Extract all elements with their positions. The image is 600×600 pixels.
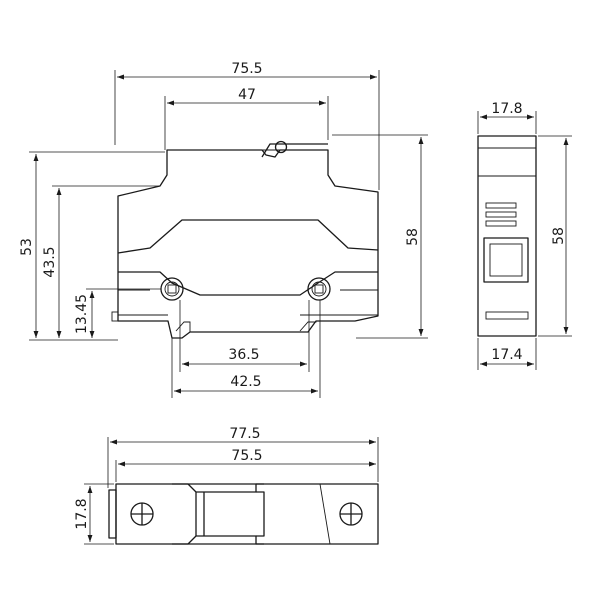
dim-label: 47 (238, 87, 256, 103)
dim-height-mid: 43.5 (42, 185, 160, 338)
top-recess (172, 483, 264, 545)
dim-top-depth: 17.8 (74, 483, 114, 545)
dim-label: 58 (405, 228, 421, 246)
dim-side-height: 58 (538, 135, 572, 337)
top-end-tab (108, 489, 117, 539)
front-body-outline (117, 149, 379, 339)
dim-label: 42.5 (230, 374, 261, 390)
vent-slots (485, 202, 517, 227)
dim-label: 53 (19, 238, 35, 256)
lever-pivot (274, 140, 288, 154)
dim-width-overall: 75.5 (114, 61, 380, 190)
front-view: 75.5 47 53 43.5 13.45 (19, 61, 428, 398)
dim-top-width-body: 75.5 (115, 448, 376, 482)
dim-terminal-spacing: 36.5 (179, 300, 310, 372)
dim-label: 17.4 (491, 347, 522, 363)
din-clip (111, 311, 119, 322)
side-body-outline (477, 135, 537, 337)
dim-label: 77.5 (229, 426, 260, 442)
dim-side-width-bottom: 17.4 (477, 338, 537, 370)
side-bottom-slot (485, 311, 529, 320)
top-body-outline (115, 483, 379, 545)
side-view: 17.8 58 17.4 (477, 101, 572, 370)
terminal-left (160, 277, 184, 301)
lever (261, 143, 328, 158)
dim-terminal-outer: 42.5 (171, 300, 321, 398)
dim-top-width-overall: 77.5 (107, 426, 379, 488)
dim-height-terminal: 13.45 (74, 288, 161, 338)
dim-label: 13.45 (74, 294, 90, 334)
dim-label: 75.5 (231, 61, 262, 77)
dim-label: 17.8 (74, 498, 90, 529)
screw-left (130, 502, 154, 526)
dim-label: 36.5 (228, 347, 259, 363)
inner-face (117, 219, 379, 254)
dim-label: 58 (551, 227, 567, 245)
terminal-right (307, 277, 331, 301)
dim-width-inner: 47 (164, 87, 329, 150)
dim-label: 43.5 (42, 246, 58, 277)
screw-right (339, 502, 363, 526)
dim-label: 75.5 (231, 448, 262, 464)
dim-height-overall: 53 (19, 151, 165, 341)
dim-height-right: 58 (332, 134, 428, 339)
dim-label: 17.8 (491, 101, 522, 117)
top-view: 77.5 75.5 17.8 (74, 426, 379, 545)
indicator-window (483, 237, 529, 283)
dim-side-width-top: 17.8 (477, 101, 537, 134)
lower-band (118, 271, 378, 296)
